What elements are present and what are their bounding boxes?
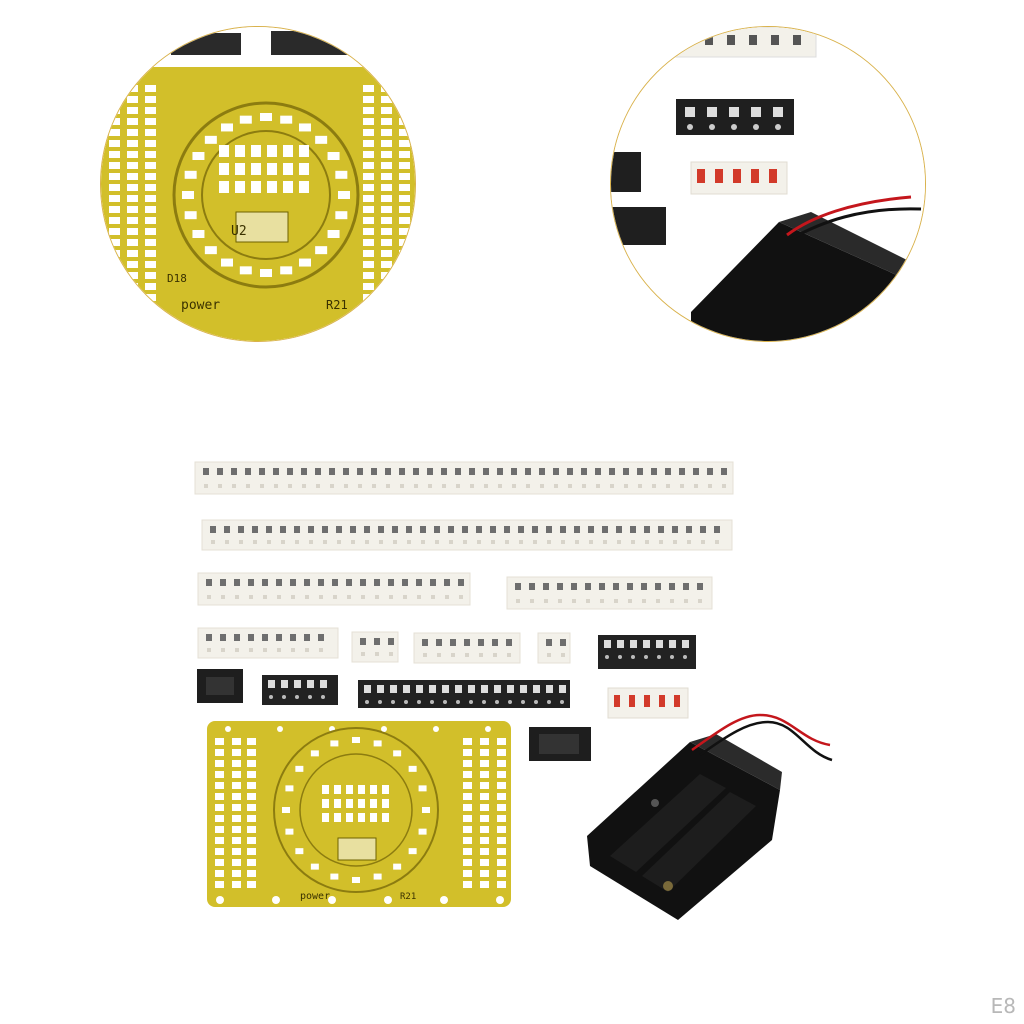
white-tape-strip [197, 627, 339, 659]
components-zoom-circle [610, 26, 926, 342]
label-r21: R21 [326, 298, 348, 312]
white-tape-strip [194, 461, 734, 495]
white-tape-strip [537, 632, 571, 664]
white-tape-strip [201, 519, 733, 551]
battery-holder-icon [587, 713, 833, 920]
pcb-zoom-circle: U2 power R21 D18 [100, 26, 416, 342]
black-tape-2 [262, 675, 338, 705]
white-tape-strip [506, 576, 713, 610]
black-tape-3 [358, 680, 570, 708]
white-tape-strip [197, 572, 471, 606]
components-zoom-image [611, 27, 925, 341]
label-d18: D18 [167, 272, 187, 285]
smd-tape-strips [194, 461, 734, 664]
label-power: power [181, 298, 220, 313]
pcb-label-r21: R21 [400, 892, 416, 902]
watermark: E8 [990, 994, 1016, 1018]
white-tape-strip [351, 631, 399, 663]
white-tape-strip [413, 632, 521, 664]
pcb-label-power: power [300, 891, 330, 902]
label-u2: U2 [231, 224, 247, 239]
